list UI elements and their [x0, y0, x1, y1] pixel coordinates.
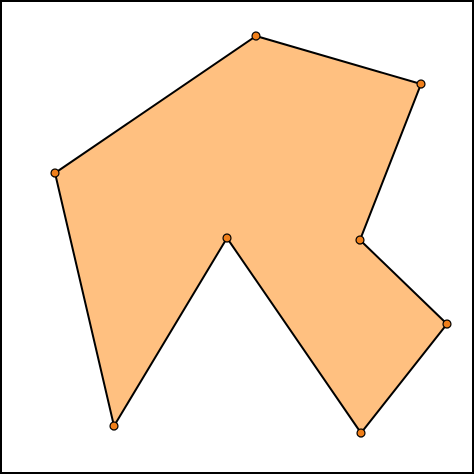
vertex-point-5 [356, 428, 366, 438]
vertex-point-4 [442, 319, 452, 329]
vertex-point-3 [355, 235, 365, 245]
vertex-point-6 [222, 233, 232, 243]
vertex-point-8 [50, 168, 60, 178]
vertex-point-1 [251, 31, 261, 41]
vertex-group [50, 31, 452, 438]
vertex-point-7 [109, 421, 119, 431]
polygon-shape [54, 35, 448, 434]
vertex-point-2 [416, 79, 426, 89]
